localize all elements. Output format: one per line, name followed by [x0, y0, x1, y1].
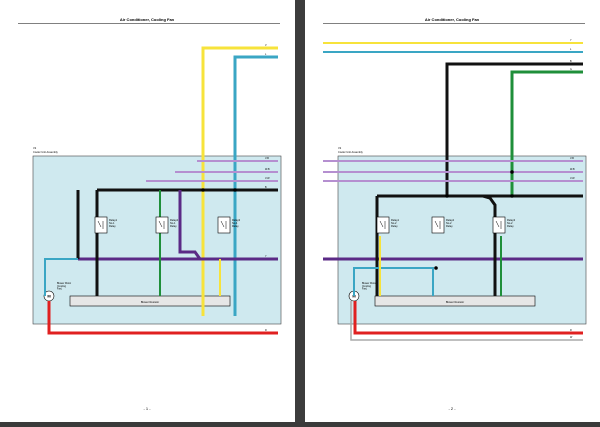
- motor-label-line: (Cooling: [362, 285, 372, 288]
- relay-2-label-line: Relay: [170, 224, 177, 228]
- panel-ref: V2: [33, 146, 37, 150]
- conn-label: L: [570, 48, 572, 51]
- relay-1-label-line: No.1: [109, 221, 115, 225]
- motor-label-line: Blower Motor: [362, 282, 376, 285]
- conn-label: L: [265, 53, 267, 56]
- relay-3-switch: [220, 220, 225, 228]
- motor-label-line: (Cooling: [57, 285, 67, 288]
- conn-label: V-W: [570, 177, 575, 180]
- relay-3-label-line: No.2: [507, 221, 513, 225]
- blower-resistor: [69, 295, 231, 307]
- wire-blue: [233, 55, 278, 316]
- relay-1-label-line: Relay: [109, 224, 116, 228]
- relay-1-label-line: No.2: [391, 221, 397, 225]
- blower-resistor: [374, 295, 536, 307]
- wire-purple-jog: [178, 190, 202, 260]
- motor-symbol: M: [47, 294, 51, 299]
- relay-1-box: [94, 216, 108, 234]
- relay-2-box: [431, 216, 445, 234]
- wire-motor-blue: [44, 258, 78, 296]
- relay-3-label-line: Relay: [232, 224, 239, 228]
- conn-label: V: [265, 44, 267, 47]
- wire-black-jog: [482, 194, 497, 296]
- relay-2-label-line: Relay2: [170, 218, 179, 222]
- relay-2-label-line: Relay2: [446, 218, 455, 222]
- conn-label: R: [265, 329, 267, 332]
- wire-black-top: [445, 62, 583, 196]
- relay-3-label-line: No.1: [232, 221, 238, 225]
- motor-label-line: Fan): [362, 288, 367, 291]
- relay-1-box: [376, 216, 390, 234]
- conn-label: Y: [570, 39, 572, 42]
- panel-ref: V2: [338, 146, 342, 150]
- conn-label: R: [570, 329, 572, 332]
- resistor-label: Blower Resistor: [446, 300, 464, 304]
- conn-label: V-W: [265, 177, 270, 180]
- junction-3: [434, 266, 438, 270]
- motor-label-line: Blower Motor: [57, 282, 71, 285]
- conn-label: W: [570, 336, 573, 339]
- junction-1: [445, 194, 449, 198]
- junction-2: [233, 188, 237, 192]
- relay-3-box: [217, 216, 231, 234]
- wire-green-top: [510, 70, 583, 196]
- junction-4: [510, 170, 514, 174]
- wire-white: [350, 301, 583, 341]
- relay-2-label-line: No.1: [170, 221, 176, 225]
- conn-label: W-B: [265, 168, 270, 171]
- conn-label: Y: [265, 255, 267, 258]
- relay-3-label-line: Relay3: [232, 218, 241, 222]
- motor-label-line: Fan): [57, 288, 62, 291]
- relay-1-switch: [97, 220, 102, 228]
- wire-yellow: [201, 46, 278, 316]
- conn-label: V-B: [265, 157, 269, 160]
- relay-3-box: [492, 216, 506, 234]
- relay-3-switch: [495, 220, 500, 228]
- relay-2-label-line: Relay: [446, 224, 453, 228]
- relay-1-label-line: Relay: [391, 224, 398, 228]
- conn-label: V-B: [570, 157, 574, 160]
- page-footer: - 2 -: [448, 406, 456, 411]
- panel-name: Cooler Unit Assembly: [33, 150, 58, 154]
- relay-3-label-line: Relay3: [507, 218, 516, 222]
- conn-label: B: [570, 60, 572, 63]
- page-footer: - 1 -: [143, 406, 151, 411]
- relay-2-box: [155, 216, 169, 234]
- relay-1-label-line: Relay1: [109, 218, 118, 222]
- page-title: Air Conditioner, Cooling Fan: [120, 17, 175, 22]
- relay-3-label-line: Relay: [507, 224, 514, 228]
- relay-1-switch: [379, 220, 384, 228]
- panel-name: Cooler Unit Assembly: [338, 150, 363, 154]
- wire-red: [353, 301, 583, 335]
- relay-2-switch: [158, 220, 163, 228]
- conn-label: W-B: [570, 168, 575, 171]
- resistor-label: Blower Resistor: [141, 300, 159, 304]
- junction-2: [510, 194, 514, 198]
- wire-red: [47, 301, 278, 335]
- conn-label: B: [265, 186, 267, 189]
- conn-label: G: [570, 68, 572, 71]
- junction-1: [201, 188, 205, 192]
- page-title: Air Conditioner, Cooling Fan: [425, 17, 480, 22]
- relay-2-switch: [434, 220, 439, 228]
- relay-2-label-line: No.2: [446, 221, 452, 225]
- relay-1-label-line: Relay1: [391, 218, 400, 222]
- wire-motor-blue: [353, 267, 434, 296]
